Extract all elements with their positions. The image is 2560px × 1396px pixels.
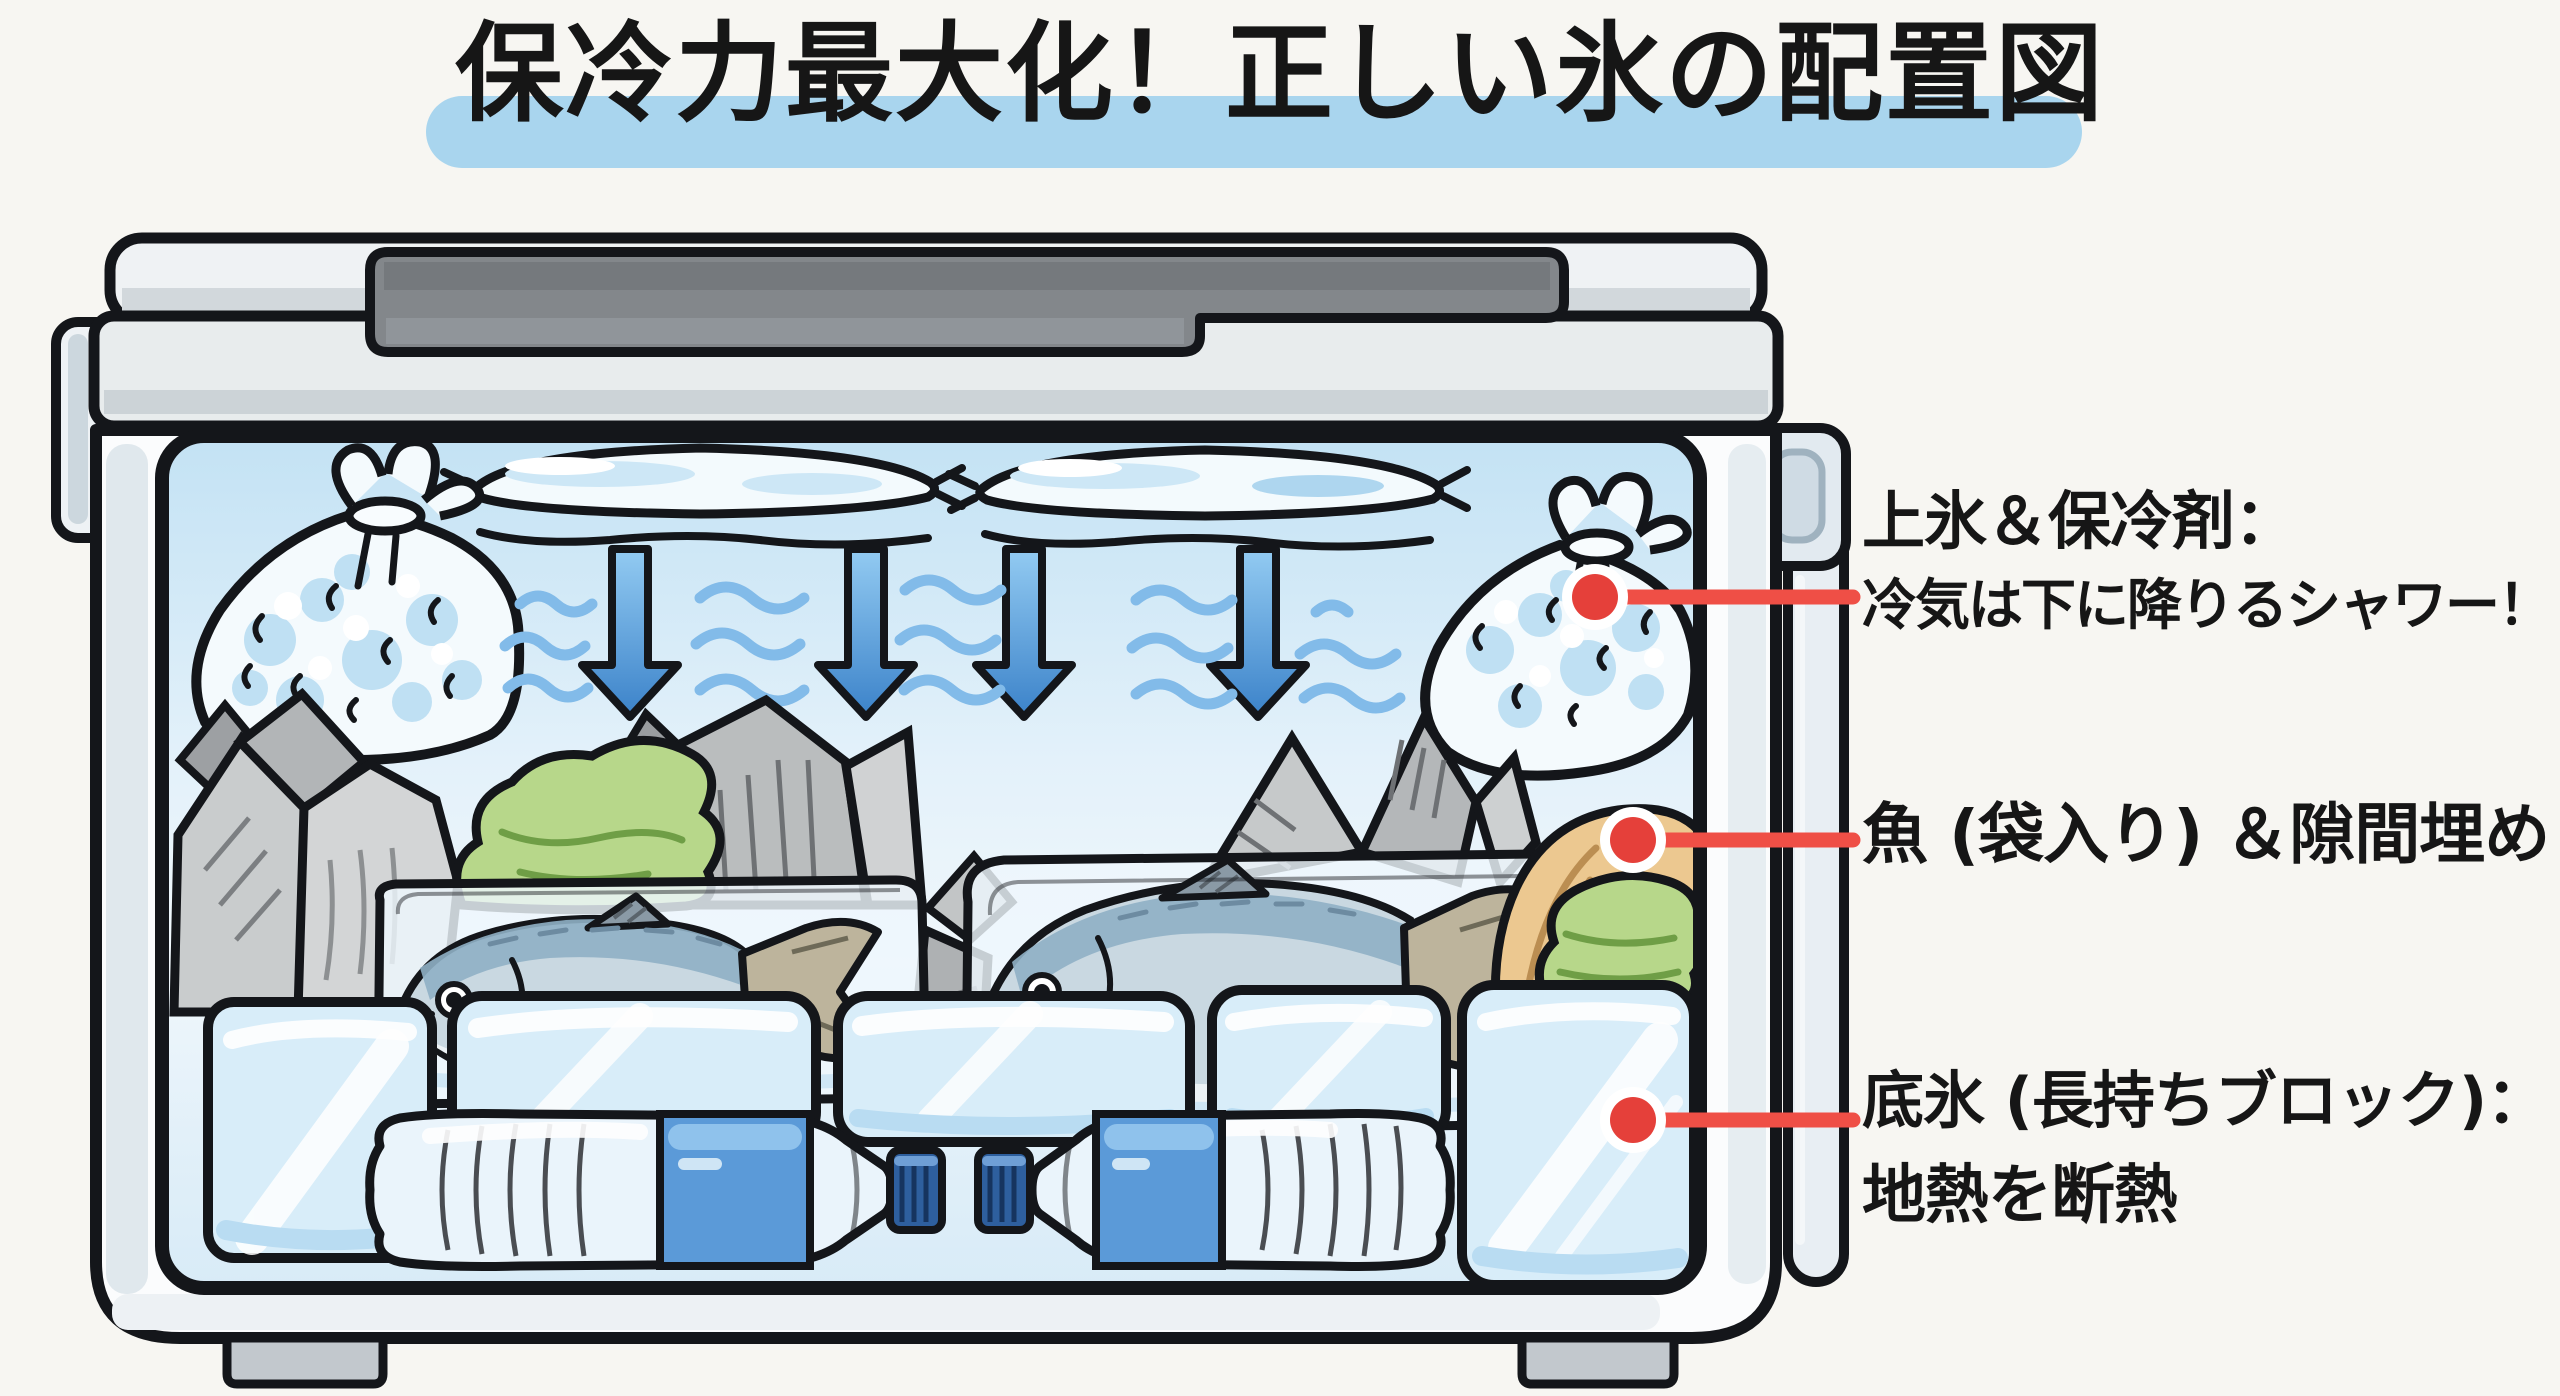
ice-bag-right (1420, 472, 1700, 781)
cold-air-arrow (972, 545, 1076, 721)
cold-air-arrow (1206, 545, 1310, 721)
callout-fish (1600, 807, 1861, 873)
cold-air-arrow (578, 545, 682, 721)
flat-ice-pack-left (440, 443, 966, 549)
ice-block (833, 991, 1195, 1147)
flat-ice-pack-right (945, 445, 1471, 551)
callout-label-top-ice-description: 冷気は下に降りるシャワー！ (1862, 573, 2553, 637)
callout-top-ice (1562, 564, 1861, 630)
cold-air-arrows (578, 545, 1310, 721)
cold-air-arrow (814, 545, 918, 721)
callout-label-bottom-ice-description: 地熱を断熱 (1862, 1159, 2178, 1233)
callout-label-top-ice-heading: 上氷＆保冷剤： (1862, 485, 2297, 558)
water-bottles (365, 1109, 1455, 1271)
cooler-feet (222, 1333, 1679, 1389)
water-bottle-left (365, 1109, 946, 1271)
ice-block (1457, 980, 1699, 1288)
page-title: 保冷力最大化！正しい氷の配置図 (454, 12, 2105, 137)
callout-label-fish-heading: 魚 (袋入り) ＆隙間埋め (1862, 796, 2550, 873)
cold-air-waves (499, 574, 1406, 714)
lid-handle (365, 247, 1569, 357)
water-bottle-right (974, 1109, 1455, 1271)
callout-label-bottom-ice-heading: 底氷 (長持ちブロック)： (1862, 1064, 2548, 1137)
callout-bottom-ice (1600, 1087, 1861, 1153)
title-highlight (426, 96, 2082, 168)
interior-window-border (155, 429, 1707, 1295)
